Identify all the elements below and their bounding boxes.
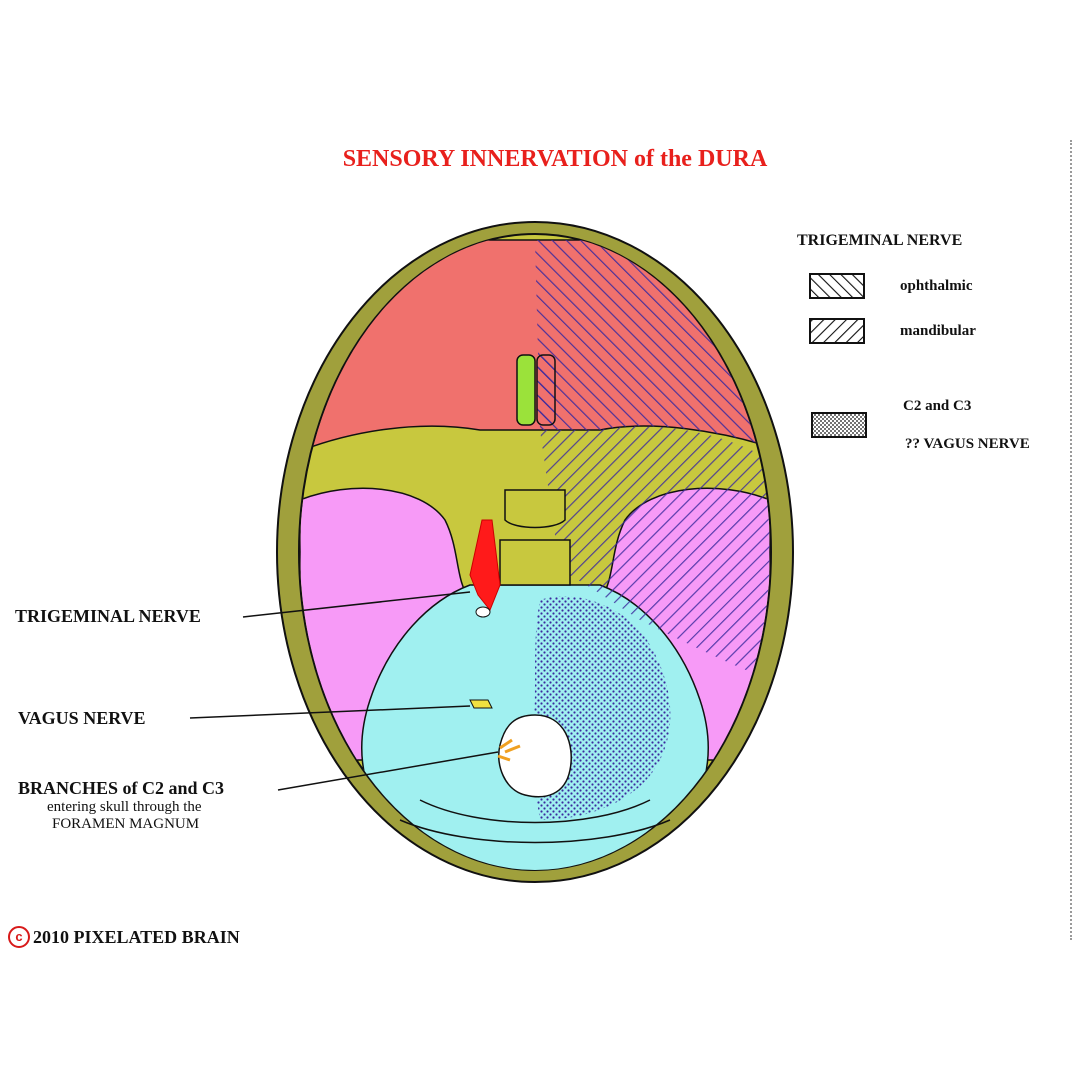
callout-trigeminal: TRIGEMINAL NERVE [15, 606, 201, 626]
trigeminal-foramen [475, 606, 491, 618]
vagus-nerve-marker [469, 699, 493, 709]
legend-label-ophthalmic: ophthalmic [900, 278, 973, 294]
sphenoid-body [499, 489, 571, 586]
copyright-text: 2010 PIXELATED BRAIN [33, 926, 240, 947]
legend-label-vagus: ?? VAGUS NERVE [905, 436, 1030, 452]
legend-swatch-ophthalmic [809, 273, 865, 299]
foramen-magnum [498, 714, 572, 798]
copyright: c 2010 PIXELATED BRAIN [8, 926, 240, 948]
legend-label-c2-c3: C2 and C3 [903, 398, 972, 414]
branches-leader [277, 751, 499, 791]
diagram-title: SENSORY INNERVATION of the DURA [342, 146, 768, 172]
mandibular-area [540, 426, 770, 680]
tentorium-arc-inner [419, 799, 651, 824]
trigeminal-leader [242, 591, 471, 618]
crista-galli-hatched [536, 354, 556, 426]
dotted-border [1070, 140, 1072, 940]
callout-vagus: VAGUS NERVE [18, 708, 146, 728]
vagus-leader [189, 705, 471, 719]
legend-swatch-stipple [811, 412, 867, 438]
c2-c3-branches [497, 738, 521, 762]
callout-branches-line2: entering skull through the [47, 799, 202, 815]
legend-label-mandibular: mandibular [900, 323, 976, 339]
legend-heading: TRIGEMINAL NERVE [797, 232, 963, 249]
callout-branches-line3: FORAMEN MAGNUM [52, 816, 200, 832]
copyright-icon: c [8, 926, 30, 948]
crista-galli [516, 354, 536, 426]
tentorium-arc [399, 819, 671, 844]
legend-swatch-mandibular [809, 318, 865, 344]
callout-branches: BRANCHES of C2 and C3 [18, 778, 225, 798]
